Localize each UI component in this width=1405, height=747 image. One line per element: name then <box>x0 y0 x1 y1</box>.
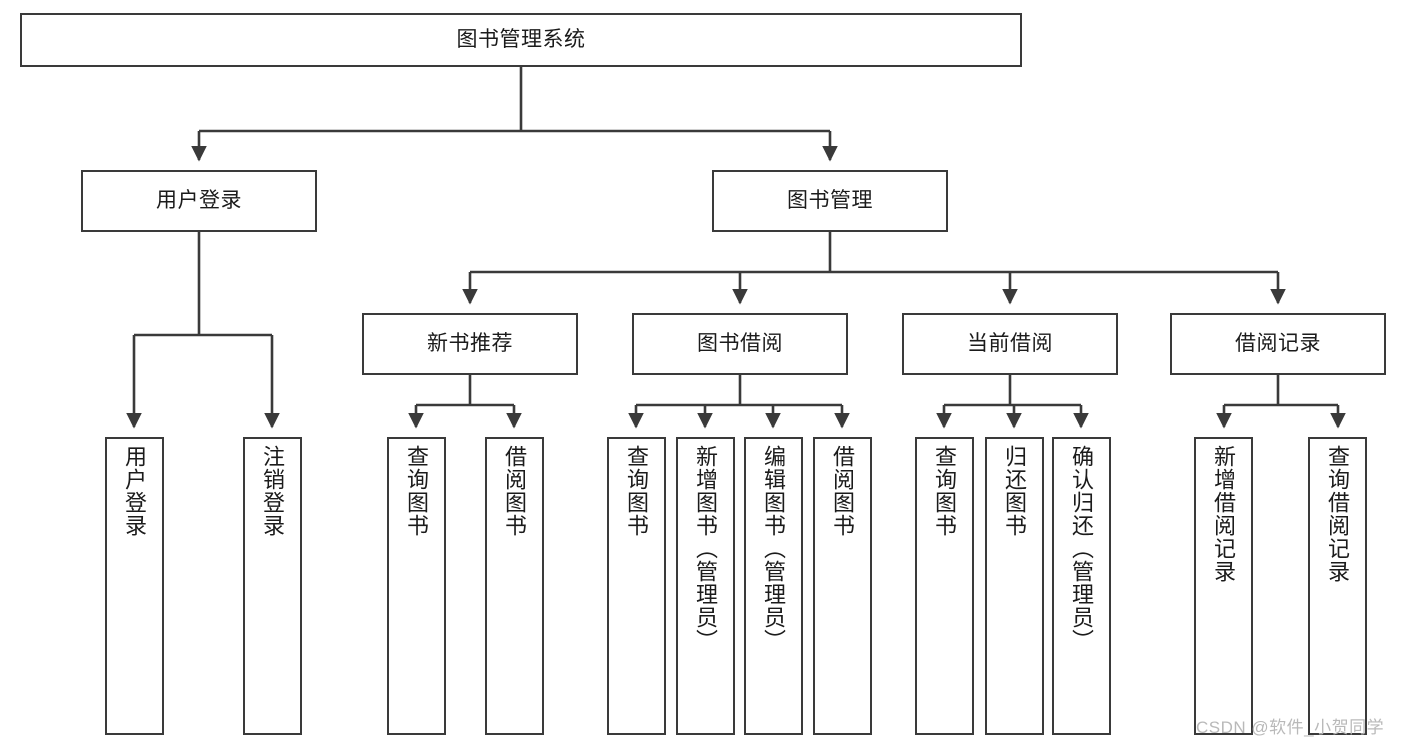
leaf-new-book-borrow[interactable]: 借阅图书 <box>485 437 544 735</box>
leaf-borrow-borrow-book[interactable]: 借阅图书 <box>813 437 872 735</box>
leaf-borrow-query-book[interactable]: 查询图书 <box>607 437 666 735</box>
leaf-new-book-query[interactable]: 查询图书 <box>387 437 446 735</box>
leaf-borrow-add-book[interactable]: 新增图书（管理员） <box>676 437 735 735</box>
leaf-record-query-label: 查询借阅记录 <box>1325 445 1351 583</box>
leaf-current-confirm-return-label: 确认归还（管理员） <box>1069 445 1095 652</box>
leaf-record-query[interactable]: 查询借阅记录 <box>1308 437 1367 735</box>
node-new-book-recommend[interactable]: 新书推荐 <box>362 313 578 375</box>
leaf-current-confirm-return[interactable]: 确认归还（管理员） <box>1052 437 1111 735</box>
leaf-user-login-signout-label: 注销登录 <box>260 445 286 537</box>
node-user-login-label: 用户登录 <box>156 188 242 212</box>
node-root-label: 图书管理系统 <box>456 27 586 51</box>
node-new-book-recommend-label: 新书推荐 <box>427 331 513 355</box>
leaf-user-login-signout[interactable]: 注销登录 <box>243 437 302 735</box>
leaf-new-book-query-label: 查询图书 <box>404 445 430 537</box>
leaf-current-query-book[interactable]: 查询图书 <box>915 437 974 735</box>
leaf-current-return-book[interactable]: 归还图书 <box>985 437 1044 735</box>
leaf-record-add-label: 新增借阅记录 <box>1211 445 1237 583</box>
node-book-management-label: 图书管理 <box>787 188 873 212</box>
leaf-borrow-query-book-label: 查询图书 <box>624 445 650 537</box>
node-book-borrow[interactable]: 图书借阅 <box>632 313 848 375</box>
leaf-borrow-edit-book[interactable]: 编辑图书（管理员） <box>744 437 803 735</box>
leaf-current-query-book-label: 查询图书 <box>932 445 958 537</box>
node-user-login[interactable]: 用户登录 <box>81 170 317 232</box>
leaf-borrow-borrow-book-label: 借阅图书 <box>830 445 856 537</box>
leaf-record-add[interactable]: 新增借阅记录 <box>1194 437 1253 735</box>
leaf-user-login-signin[interactable]: 用户登录 <box>105 437 164 735</box>
node-book-borrow-label: 图书借阅 <box>697 331 783 355</box>
leaf-current-return-book-label: 归还图书 <box>1002 445 1028 537</box>
leaf-borrow-add-book-label: 新增图书（管理员） <box>693 445 719 652</box>
leaf-user-login-signin-label: 用户登录 <box>122 445 148 537</box>
node-book-management[interactable]: 图书管理 <box>712 170 948 232</box>
node-borrow-record-label: 借阅记录 <box>1235 331 1321 355</box>
leaf-new-book-borrow-label: 借阅图书 <box>502 445 528 537</box>
node-current-borrow-label: 当前借阅 <box>967 331 1053 355</box>
node-borrow-record[interactable]: 借阅记录 <box>1170 313 1386 375</box>
node-root[interactable]: 图书管理系统 <box>20 13 1022 67</box>
node-current-borrow[interactable]: 当前借阅 <box>902 313 1118 375</box>
csdn-watermark: CSDN @软件_小贺同学 <box>1196 718 1385 737</box>
leaf-borrow-edit-book-label: 编辑图书（管理员） <box>761 445 787 652</box>
